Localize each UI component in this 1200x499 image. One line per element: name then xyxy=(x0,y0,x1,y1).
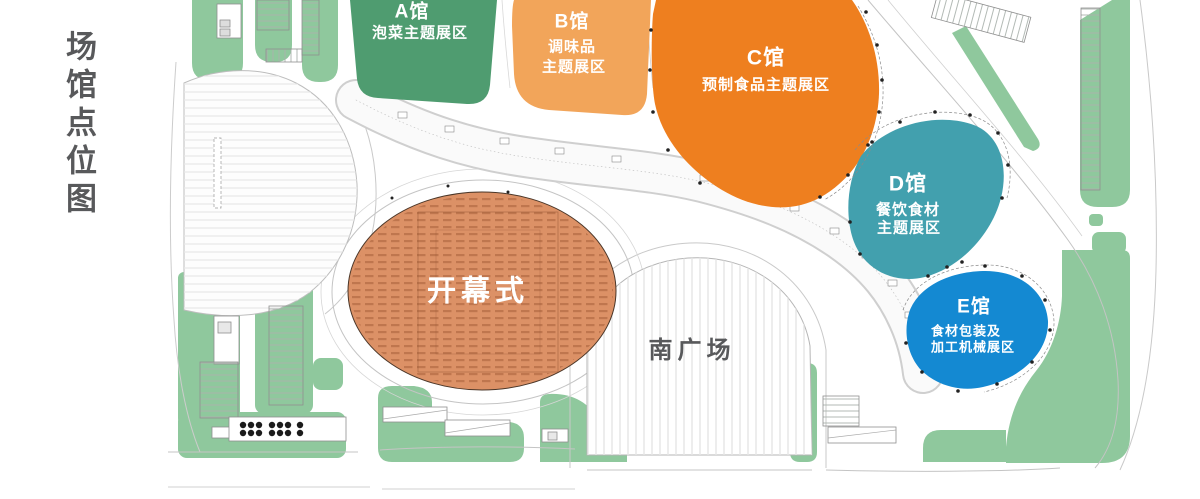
hall-b-desc-line2: 主题展区 xyxy=(541,58,607,76)
hall-e-name: E馆 xyxy=(957,296,991,318)
hall-a-shape xyxy=(350,0,497,105)
hall-e-desc-line1: 食材包装及 xyxy=(930,323,1002,339)
hall-e-desc-line2: 加工机械展区 xyxy=(930,339,1016,355)
hall-a-name: A馆 xyxy=(394,1,430,23)
hall-d-shape xyxy=(848,119,1004,279)
hall-b-shape xyxy=(512,0,651,116)
survey-dots xyxy=(390,10,1052,393)
halls-layer xyxy=(350,0,1049,389)
hall-b-name: B馆 xyxy=(554,11,590,33)
parking-buildings-layer xyxy=(199,0,1101,444)
hall-c-name: C馆 xyxy=(746,46,786,70)
page-title: 场馆点位图 xyxy=(61,30,96,220)
hall-d-name: D馆 xyxy=(888,172,928,196)
opening-ceremony-area xyxy=(347,191,617,391)
hvac-units xyxy=(239,421,304,437)
hall-e-shape xyxy=(906,270,1049,389)
hall-b-desc-line1: 调味品 xyxy=(547,38,597,56)
hall-outlines xyxy=(823,5,1055,393)
plaza-marking xyxy=(213,137,222,209)
opening-ceremony-label: 开幕式 xyxy=(426,275,530,308)
west-plaza xyxy=(183,70,358,317)
hall-d-desc-line1: 餐饮食材 xyxy=(875,201,941,219)
hall-c-desc: 预制食品主题展区 xyxy=(701,76,831,94)
south-plaza-label: 南广场 xyxy=(648,337,736,364)
hall-d-desc-line2: 主题展区 xyxy=(876,219,942,237)
hall-c-shape xyxy=(651,0,880,208)
hall-a-desc: 泡菜主题展区 xyxy=(371,24,469,42)
south-plaza-area xyxy=(586,257,813,456)
